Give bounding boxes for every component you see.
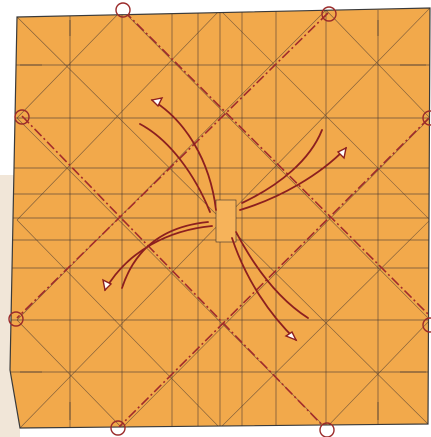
center-slit <box>216 200 236 242</box>
